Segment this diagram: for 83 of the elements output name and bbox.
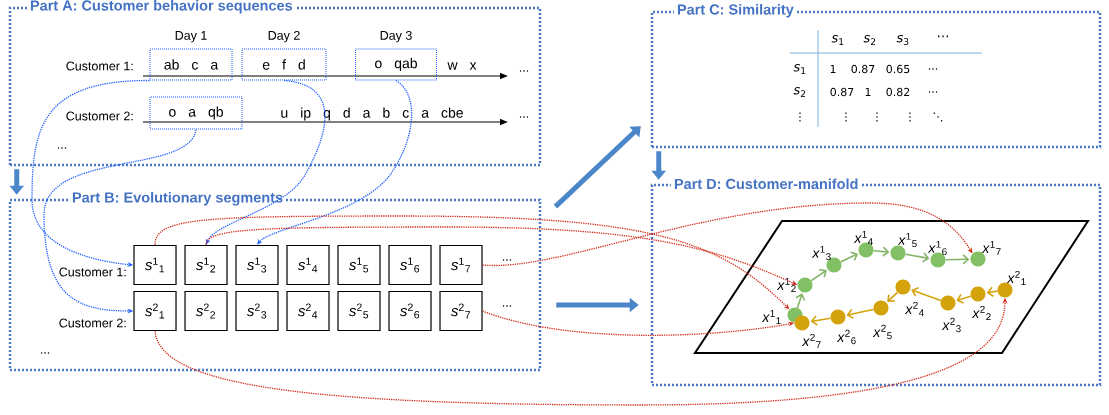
point-label: x$^{1}$2 bbox=[776, 277, 796, 293]
segment-box: s$^{2}$7 bbox=[439, 290, 483, 332]
point-label: x$^{2}$6 bbox=[836, 329, 856, 345]
arrow bbox=[846, 308, 875, 320]
point-label: x$^{2}$1 bbox=[1006, 270, 1026, 286]
segment-box: s$^{2}$3 bbox=[235, 290, 279, 332]
dotted-arrow bbox=[31, 79, 151, 267]
day-label: Day 3 bbox=[380, 31, 412, 43]
arrow bbox=[795, 293, 806, 309]
similarity-value: ⋮ bbox=[845, 112, 847, 122]
segment-box: s$^{1}$7 bbox=[439, 244, 483, 286]
ellipsis: ... bbox=[502, 305, 512, 307]
arrow bbox=[904, 252, 930, 263]
dotted-arrow bbox=[154, 215, 790, 310]
point-label: x$^{1}$1 bbox=[761, 309, 781, 325]
similarity-value: ... bbox=[928, 68, 938, 70]
ellipsis: ... bbox=[502, 259, 512, 261]
point-label: x$^{1}$4 bbox=[853, 230, 873, 246]
similarity-value: ... bbox=[928, 91, 938, 93]
similarity-value: 0.87 bbox=[851, 64, 875, 74]
similarity-value: 1 bbox=[865, 88, 871, 96]
day-label: Day 2 bbox=[268, 31, 300, 43]
arrow bbox=[944, 254, 970, 265]
row-heading: ⋮ bbox=[799, 112, 801, 122]
similarity-value: 1 bbox=[830, 65, 836, 73]
segment-box: s$^{2}$1 bbox=[133, 290, 177, 332]
customer-label: Customer 1: bbox=[66, 61, 133, 71]
ellipsis: ... bbox=[519, 70, 529, 72]
point-label: x$^{1}$7 bbox=[981, 240, 1001, 256]
time-window: ab c a bbox=[149, 48, 233, 81]
arrow bbox=[840, 251, 859, 263]
similarity-value: ⋱ bbox=[933, 112, 943, 122]
arrow bbox=[911, 286, 942, 302]
segment-box: s$^{1}$1 bbox=[133, 244, 177, 286]
ellipsis: ... bbox=[519, 116, 529, 118]
segment-box: s$^{1}$4 bbox=[286, 244, 330, 286]
ellipsis: ... bbox=[40, 352, 50, 354]
point-label: x$^{2}$5 bbox=[872, 324, 892, 340]
time-window: o qab bbox=[355, 48, 437, 81]
similarity-value: 0.82 bbox=[886, 87, 910, 97]
time-window: o a qb bbox=[149, 96, 243, 130]
customer-label: Customer 2: bbox=[59, 318, 126, 328]
arrow bbox=[986, 286, 999, 298]
day-label: Day 1 bbox=[175, 31, 207, 43]
arrow bbox=[872, 246, 890, 257]
point-label: x$^{2}$4 bbox=[904, 301, 924, 317]
segment-box: s$^{2}$5 bbox=[337, 290, 381, 332]
point-label: x$^{1}$6 bbox=[927, 240, 947, 256]
dotted-arrow bbox=[257, 79, 413, 245]
segment-box: s$^{2}$2 bbox=[184, 290, 228, 332]
column-heading: s$_{2}$ bbox=[863, 35, 876, 45]
arrow bbox=[956, 293, 972, 304]
row-heading: s$_{1}$ bbox=[793, 64, 806, 74]
column-heading: ⋯ bbox=[938, 35, 948, 38]
customer-label: Customer 1: bbox=[59, 267, 126, 277]
customer-label: Customer 2: bbox=[66, 111, 133, 121]
arrow bbox=[810, 315, 832, 326]
ellipsis: ... bbox=[57, 147, 67, 149]
similarity-value: ⋮ bbox=[876, 112, 878, 122]
block-arrow bbox=[553, 126, 641, 209]
segment-box: s$^{2}$4 bbox=[286, 290, 330, 332]
segment-box: s$^{1}$6 bbox=[388, 244, 432, 286]
point-label: x$^{1}$3 bbox=[811, 245, 831, 261]
row-heading: s$_{2}$ bbox=[793, 87, 806, 97]
similarity-value: ⋮ bbox=[909, 112, 911, 122]
sequence-text: u ip q d a b c a cbe bbox=[281, 107, 463, 121]
point-label: x$^{2}$2 bbox=[971, 305, 991, 321]
column-heading: s$_{1}$ bbox=[831, 35, 844, 45]
segment-box: s$^{1}$3 bbox=[235, 244, 279, 286]
column-heading: s$_{3}$ bbox=[896, 35, 909, 45]
arrow bbox=[810, 268, 827, 282]
time-window: e f d bbox=[241, 48, 327, 81]
dotted-arrow bbox=[205, 79, 326, 245]
similarity-value: 0.65 bbox=[886, 64, 910, 74]
segment-box: s$^{1}$2 bbox=[184, 244, 228, 286]
point-label: x$^{2}$7 bbox=[801, 333, 821, 349]
point-label: x$^{2}$3 bbox=[941, 317, 961, 333]
similarity-value: 0.87 bbox=[830, 87, 854, 97]
segment-box: s$^{1}$5 bbox=[337, 244, 381, 286]
point-label: x$^{1}$5 bbox=[897, 232, 917, 248]
arrow bbox=[887, 291, 899, 302]
dotted-arrow bbox=[481, 202, 973, 266]
segment-box: s$^{2}$6 bbox=[388, 290, 432, 332]
